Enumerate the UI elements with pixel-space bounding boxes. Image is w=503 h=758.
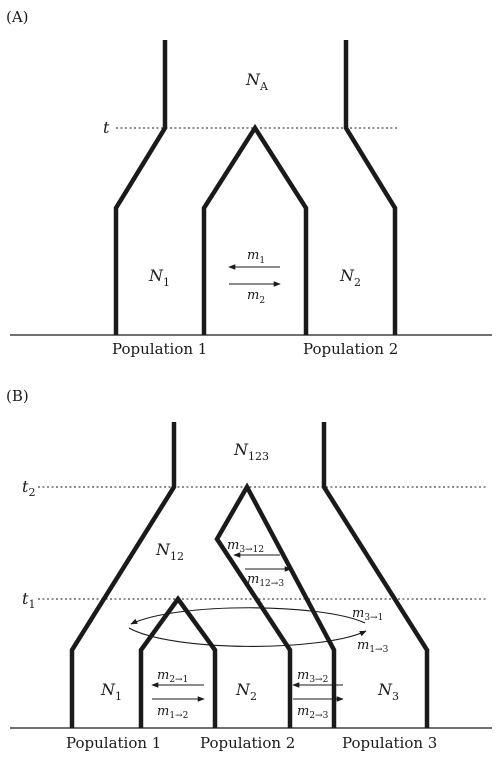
ancestral-right-edge xyxy=(343,40,398,335)
m1-to-2-label: m1→2 xyxy=(157,704,188,721)
migration-m1-label: m1 xyxy=(247,248,265,266)
time-label: t xyxy=(103,118,110,137)
panel-b: (B) t2 t1 N123 N12 N1 N2 N3 m3→12 m12→3 … xyxy=(6,387,492,752)
m3-to-1-label: m3→1 xyxy=(352,606,383,623)
n3-label: N3 xyxy=(377,680,399,703)
population-split-notch xyxy=(201,123,309,335)
n2-label: N2 xyxy=(235,680,257,703)
n12-label: N12 xyxy=(155,540,184,563)
panel-a-pop2-name: Population 2 xyxy=(303,340,398,358)
panel-b-pop2-name: Population 2 xyxy=(200,734,295,752)
pop12-pop3-split xyxy=(214,482,337,728)
panel-b-pop1-name: Population 1 xyxy=(66,734,161,752)
ancestral-size-label: NA xyxy=(245,70,269,93)
m3-to-1-curve xyxy=(130,607,366,625)
ancestral-left-edge-b xyxy=(69,422,177,728)
n1-label: N1 xyxy=(100,680,122,703)
panel-a-pop1-name: Population 1 xyxy=(112,340,207,358)
m12-to-3-label: m12→3 xyxy=(247,572,284,589)
panel-b-label: (B) xyxy=(6,387,29,405)
time-t2-label: t2 xyxy=(22,477,35,499)
panel-a-label: (A) xyxy=(6,8,29,26)
migration-m2-label: m2 xyxy=(247,288,265,306)
m1-to-3-label: m1→3 xyxy=(357,638,389,655)
m3-to-12-label: m3→12 xyxy=(227,538,264,555)
m2-to-1-label: m2→1 xyxy=(157,668,188,685)
panel-b-pop3-name: Population 3 xyxy=(342,734,437,752)
n123-label: N123 xyxy=(233,440,269,463)
ancestral-right-edge-b xyxy=(321,422,430,728)
pop1-size-label: N1 xyxy=(148,266,170,289)
time-t1-label: t1 xyxy=(22,589,35,611)
pop1-pop2-split xyxy=(138,595,218,728)
panel-a: (A) t NA N1 N2 m1 m2 Population 1 Popula… xyxy=(6,8,492,358)
ancestral-left-edge xyxy=(113,40,168,335)
m2-to-3-label: m2→3 xyxy=(297,704,329,721)
m1-to-3-curve xyxy=(128,627,367,647)
m3-to-2-label: m3→2 xyxy=(297,668,328,685)
pop2-size-label: N2 xyxy=(339,266,361,289)
